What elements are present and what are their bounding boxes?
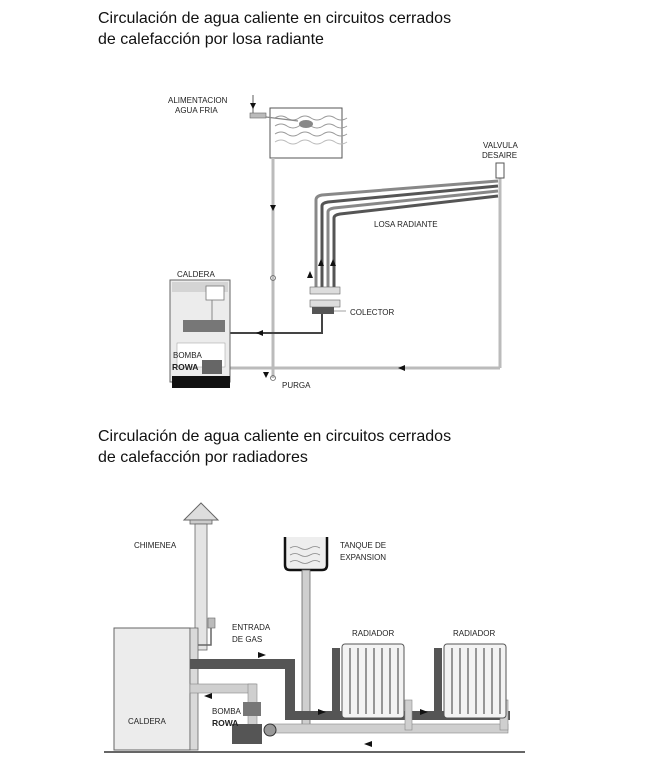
label-entrada-1: ENTRADA xyxy=(232,623,271,632)
label-tanque-2: EXPANSION xyxy=(340,553,386,562)
label-bomba-2: BOMBA xyxy=(212,707,242,716)
expansion-tank-1 xyxy=(257,107,348,159)
label-colector: COLECTOR xyxy=(350,308,395,317)
chimney xyxy=(182,502,220,651)
diagram2-title: Circulación de agua caliente en circuito… xyxy=(98,426,451,468)
label-radiador-2: RADIADOR xyxy=(453,629,495,638)
diagram2-title-line2: de calefacción por radiadores xyxy=(98,449,308,466)
arrow-left-icon xyxy=(204,693,212,699)
boiler-1 xyxy=(169,279,231,388)
collector xyxy=(309,286,341,314)
pump-rowa xyxy=(232,702,277,744)
label-valvula-1: VALVULA xyxy=(483,141,518,150)
diagram2-radiators: CHIMENEA CALDERA ENTRADA DE GAS TANQUE D… xyxy=(104,502,525,753)
arrow-up-icon xyxy=(307,271,313,278)
label-purga: PURGA xyxy=(282,381,311,390)
arrow-right-icon xyxy=(258,652,266,658)
label-rowa-2: ROWA xyxy=(212,718,238,728)
label-tanque-1: TANQUE DE xyxy=(340,541,386,550)
diagram1-radiant-floor: ALIMENTACION AGUA FRIA VALVULA DESAIRE L… xyxy=(168,95,518,390)
diagram1-title: Circulación de agua caliente en circuito… xyxy=(98,8,451,50)
expansion-tank-2 xyxy=(283,537,329,731)
arrow-up-icon xyxy=(330,259,336,266)
radiant-floor-pipes xyxy=(314,179,499,290)
arrow-left-icon xyxy=(256,330,263,336)
arrow-right-icon xyxy=(420,709,428,715)
label-losa-radiante: LOSA RADIANTE xyxy=(374,220,438,229)
arrow-down-icon xyxy=(250,103,256,109)
label-alimentacion-2: AGUA FRIA xyxy=(175,106,218,115)
label-caldera-2: CALDERA xyxy=(128,717,166,726)
boiler-2 xyxy=(113,627,199,751)
label-valvula-2: DESAIRE xyxy=(482,151,517,160)
arrow-down-icon xyxy=(270,205,276,211)
label-alimentacion-1: ALIMENTACION xyxy=(168,96,228,105)
diagram2-title-line1: Circulación de agua caliente en circuito… xyxy=(98,428,452,445)
radiator-1 xyxy=(341,643,405,719)
diagram1-title-line2: de calefacción por losa radiante xyxy=(98,31,324,48)
label-chimenea: CHIMENEA xyxy=(134,541,177,550)
arrow-left-icon xyxy=(364,741,372,747)
arrow-left-icon xyxy=(398,365,405,371)
label-caldera-1: CALDERA xyxy=(177,270,215,279)
radiator-2 xyxy=(443,643,507,719)
label-bomba-1: BOMBA xyxy=(173,351,203,360)
diagram1-title-line1: Circulación de agua caliente en circuito… xyxy=(98,10,452,27)
label-rowa-1: ROWA xyxy=(172,362,198,372)
label-entrada-2: DE GAS xyxy=(232,635,262,644)
arrow-down-icon xyxy=(263,372,269,378)
arrow-up-icon xyxy=(318,259,324,266)
arrow-right-icon xyxy=(318,709,326,715)
label-radiador-1: RADIADOR xyxy=(352,629,394,638)
